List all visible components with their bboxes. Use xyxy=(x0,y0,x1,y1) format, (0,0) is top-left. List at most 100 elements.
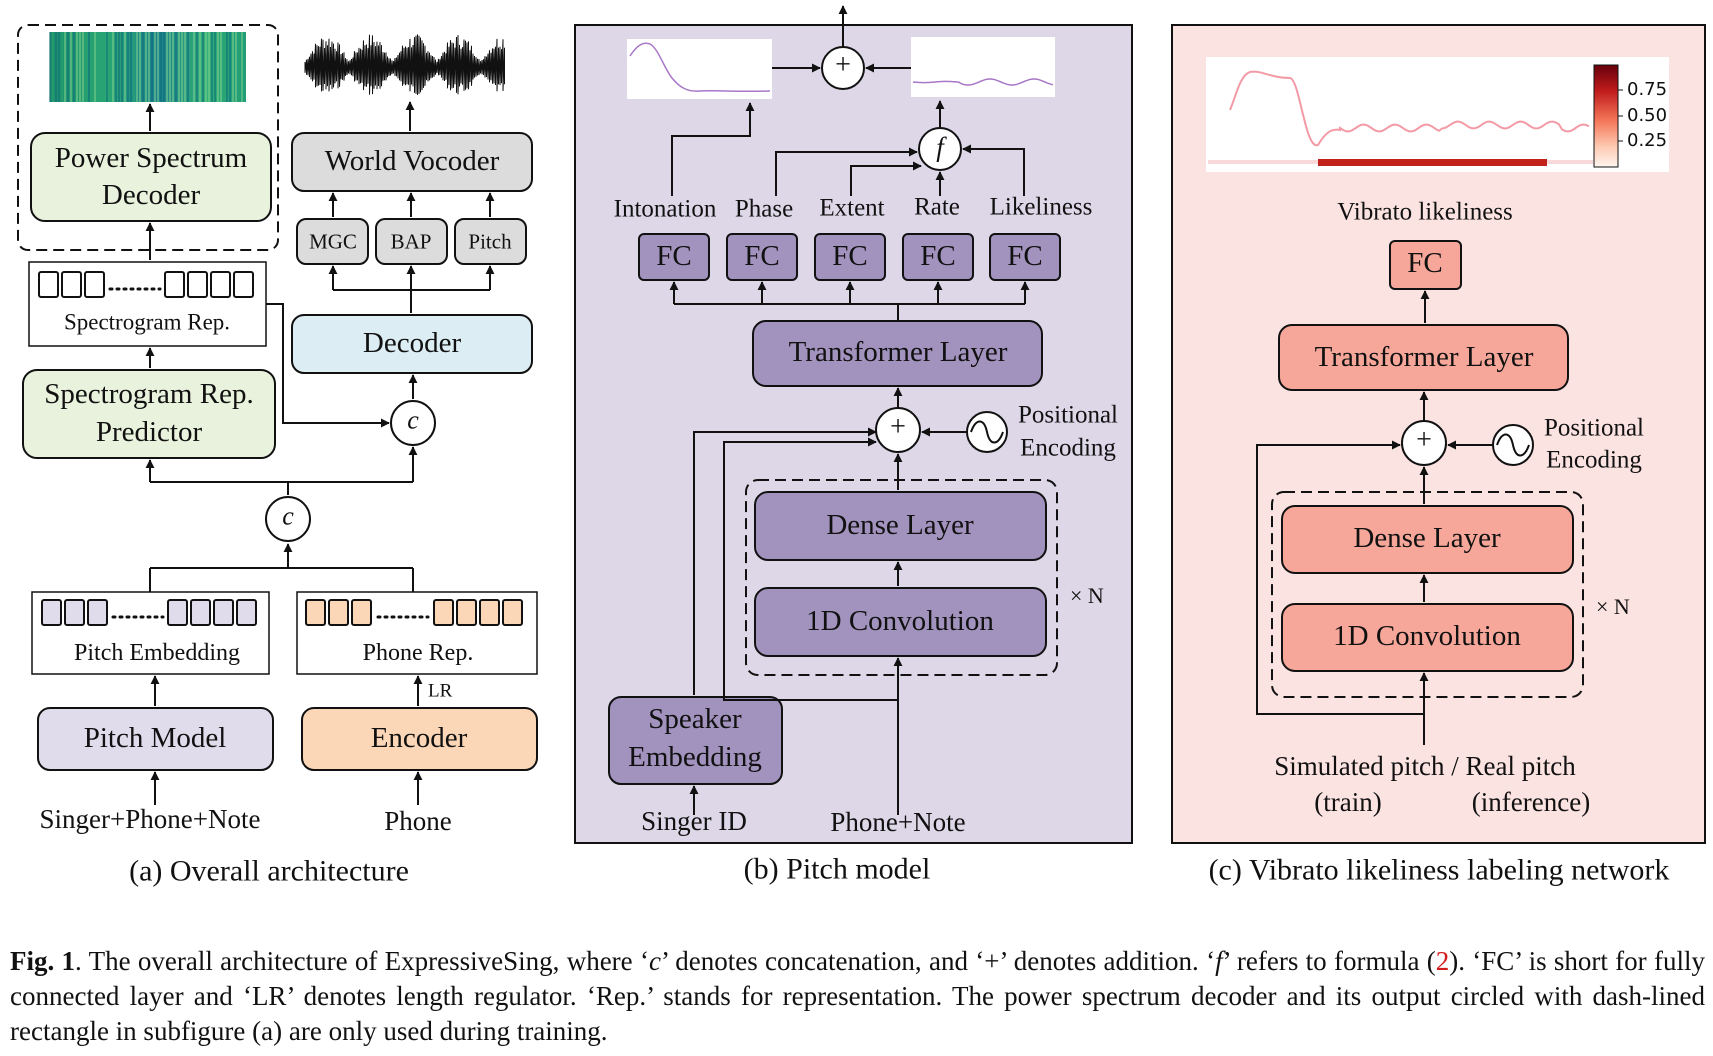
plus-symbol-middle: + xyxy=(890,411,906,443)
positional-label-line1: Positional xyxy=(1543,414,1645,442)
colorbar-ticks xyxy=(1618,89,1623,142)
concat-symbol-top: c xyxy=(407,405,419,435)
input-phone: Phone xyxy=(384,806,452,837)
formula-symbol: f xyxy=(936,132,944,163)
decoder-box xyxy=(291,314,533,374)
conv1d-label: 1D Convolution xyxy=(1333,620,1521,653)
conv1d-label: 1D Convolution xyxy=(806,605,994,638)
encoder-label: Encoder xyxy=(370,722,468,755)
conv1d-box xyxy=(754,587,1047,657)
caption-text-3: ’ refers to formula ( xyxy=(1222,946,1436,976)
pitch-model-box xyxy=(37,707,274,771)
encoder-box xyxy=(301,707,538,771)
plus-symbol-top: + xyxy=(835,49,851,81)
dense-layer-label: Dense Layer xyxy=(826,509,974,542)
conv1d-box xyxy=(1281,603,1574,672)
panel-b xyxy=(574,5,1133,844)
colorbar-tick-label-0.75: 0.75 xyxy=(1627,79,1668,101)
output-intonation-label: Intonation xyxy=(613,195,717,223)
input-inference-label: (inference) xyxy=(1471,787,1591,818)
pitch-embedding-cells xyxy=(41,599,257,626)
power-spectrum-decoder-label-line2: Decoder xyxy=(101,179,201,212)
spectrogram-rep-cells xyxy=(38,271,254,298)
transformer-layer-label: Transformer Layer xyxy=(1314,341,1534,374)
intonation-curve-plot xyxy=(627,39,772,99)
output-rate-label: Rate xyxy=(914,193,960,221)
likeliness-highlight xyxy=(1318,159,1547,166)
output-likeliness-label: Likeliness xyxy=(989,193,1093,221)
input-train-label: (train) xyxy=(1314,787,1382,818)
repeat-label: × N xyxy=(1596,593,1630,619)
fc-box-likeliness xyxy=(989,233,1061,281)
caption-formula-reference[interactable]: 2 xyxy=(1435,946,1450,976)
bap-label: BAP xyxy=(390,229,432,254)
input-phone-note: Phone+Note xyxy=(830,807,966,838)
speaker-embedding-label-line2: Embedding xyxy=(628,741,762,774)
fc-label-likeliness: FC xyxy=(1007,240,1043,273)
input-singer-phone-note: Singer+Phone+Note xyxy=(39,804,261,835)
fc-label-extent: FC xyxy=(832,240,868,273)
vibrato-curve-plot xyxy=(911,37,1055,97)
spectrogram-predictor-label-line2: Predictor xyxy=(95,416,203,449)
speaker-embedding-box xyxy=(608,696,783,785)
mgc-box xyxy=(296,218,369,265)
spectrogram-predictor-box xyxy=(22,369,276,459)
panel-a-caption: (a) Overall architecture xyxy=(129,854,409,888)
fc-label-intonation: FC xyxy=(656,240,692,273)
caption-text-2: ’ denotes concatenation, and ‘+’ denotes… xyxy=(660,946,1216,976)
power-spectrum-decoder-label-line1: Power Spectrum xyxy=(54,142,248,175)
dense-layer-box xyxy=(1281,505,1574,574)
positional-label-line2: Encoding xyxy=(1546,446,1642,474)
positional-label-line1: Positional xyxy=(1017,401,1119,429)
panel-c xyxy=(1171,24,1706,844)
fc-box-phase xyxy=(726,233,798,281)
concat-node-bottom xyxy=(265,496,311,542)
panel-b-arrows xyxy=(669,5,1030,815)
colorbar-tick-label-0.25: 0.25 xyxy=(1627,130,1668,152)
fc-label-phase: FC xyxy=(744,240,780,273)
figure-caption: Fig. 1. The overall architecture of Expr… xyxy=(10,944,1705,1049)
caption-symbol-f: f xyxy=(1215,946,1223,976)
transformer-layer-box xyxy=(1278,324,1569,391)
concat-node-top xyxy=(390,400,436,446)
dense-layer-label: Dense Layer xyxy=(1353,522,1501,555)
plus-symbol: + xyxy=(1416,424,1432,456)
repeat-block-dashed xyxy=(745,479,1058,676)
figure-number: Fig. 1 xyxy=(10,946,76,976)
input-pitch-label: Simulated pitch / Real pitch xyxy=(1274,751,1576,782)
colorbar-tick-label-0.50: 0.50 xyxy=(1627,105,1668,127)
positional-label-line2: Encoding xyxy=(1020,434,1116,462)
output-extent-label: Extent xyxy=(819,194,885,222)
fc-box-intonation xyxy=(638,233,710,281)
caption-text-4: ). ‘FC’ is short for fully connected lay… xyxy=(10,946,1705,1046)
decoder-label: Decoder xyxy=(362,327,462,360)
repeat-label: × N xyxy=(1070,582,1104,608)
speaker-embedding-label-line1: Speaker xyxy=(648,703,742,736)
concat-symbol-bottom: c xyxy=(282,501,294,531)
mgc-label: MGC xyxy=(309,229,357,254)
panel-b-caption: (b) Pitch model xyxy=(743,852,931,886)
panel-c-arrows xyxy=(1256,290,1493,745)
bap-box xyxy=(375,218,448,265)
world-vocoder-box xyxy=(291,132,533,192)
phone-rep-cells xyxy=(305,599,523,626)
panel-a-arrows xyxy=(145,101,495,805)
likeliness-colorbar xyxy=(1593,64,1619,168)
vibrato-likeliness-plot xyxy=(1206,57,1669,172)
spectrogram-rep-label: Spectrogram Rep. xyxy=(63,309,231,335)
fc-box xyxy=(1389,240,1462,290)
phone-rep-label: Phone Rep. xyxy=(362,639,474,666)
pitch-box xyxy=(454,218,527,265)
fc-label: FC xyxy=(1407,247,1443,280)
panel-c-caption: (c) Vibrato likeliness labeling network xyxy=(1208,853,1670,887)
pitch-label: Pitch xyxy=(468,229,512,254)
spectrogram-image xyxy=(49,32,246,102)
caption-text-1: . The overall architecture of Expressive… xyxy=(75,946,649,976)
input-singer-id: Singer ID xyxy=(641,806,747,837)
waveform-image xyxy=(304,34,505,95)
fc-label-rate: FC xyxy=(920,240,956,273)
output-phase-label: Phase xyxy=(734,195,794,223)
dense-layer-box xyxy=(754,491,1047,561)
